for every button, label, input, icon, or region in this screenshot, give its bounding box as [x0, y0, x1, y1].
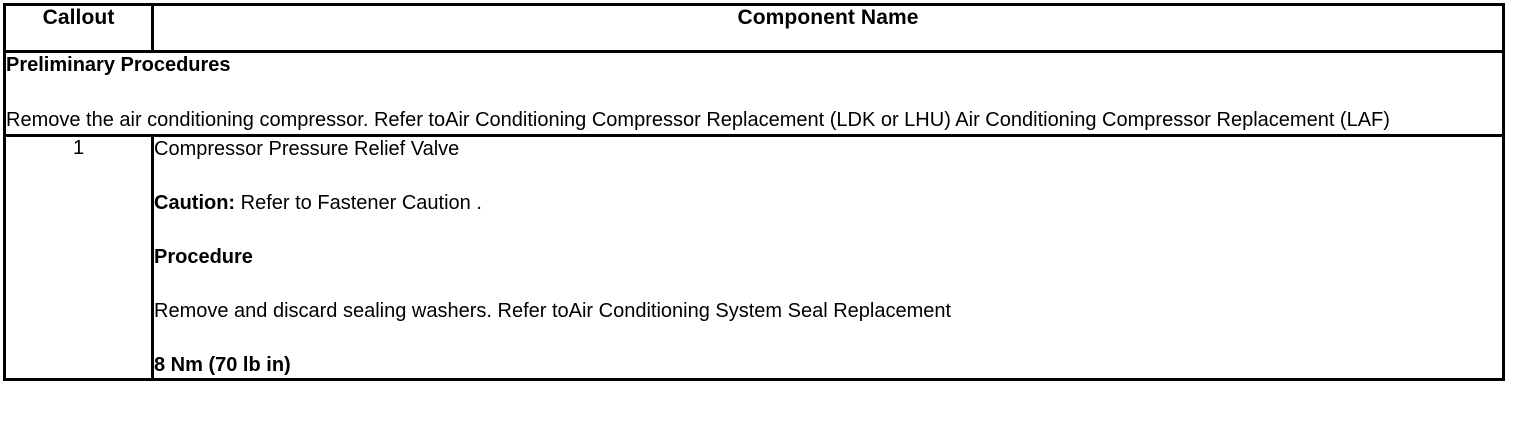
table-row: 1 Compressor Pressure Relief Valve Cauti…	[3, 134, 1505, 381]
procedure-text: Remove and discard sealing washers. Refe…	[154, 300, 952, 322]
preliminary-procedures-row: Preliminary Procedures Remove the air co…	[3, 50, 1505, 137]
preliminary-procedures-cell: Preliminary Procedures Remove the air co…	[3, 50, 1505, 137]
service-procedure-table: Callout Component Name Preliminary Proce…	[3, 3, 1505, 381]
component-name-text: Compressor Pressure Relief Valve	[154, 138, 460, 160]
caution-text: Refer to Fastener Caution .	[235, 192, 482, 214]
table-header-row: Callout Component Name	[3, 3, 1505, 53]
preliminary-procedures-body: Remove the air conditioning compressor. …	[6, 109, 1390, 131]
column-header-component-name: Component Name	[151, 3, 1505, 53]
procedure-heading: Procedure	[154, 246, 253, 268]
component-detail-cell-1: Compressor Pressure Relief Valve Caution…	[151, 134, 1505, 381]
caution-note: Caution: Refer to Fastener Caution .	[154, 191, 1502, 216]
torque-specification: 8 Nm (70 lb in)	[154, 354, 291, 376]
callout-number-1: 1	[3, 134, 154, 381]
caution-label: Caution:	[154, 192, 236, 214]
preliminary-procedures-title: Preliminary Procedures	[6, 54, 231, 76]
column-header-callout: Callout	[3, 3, 154, 53]
